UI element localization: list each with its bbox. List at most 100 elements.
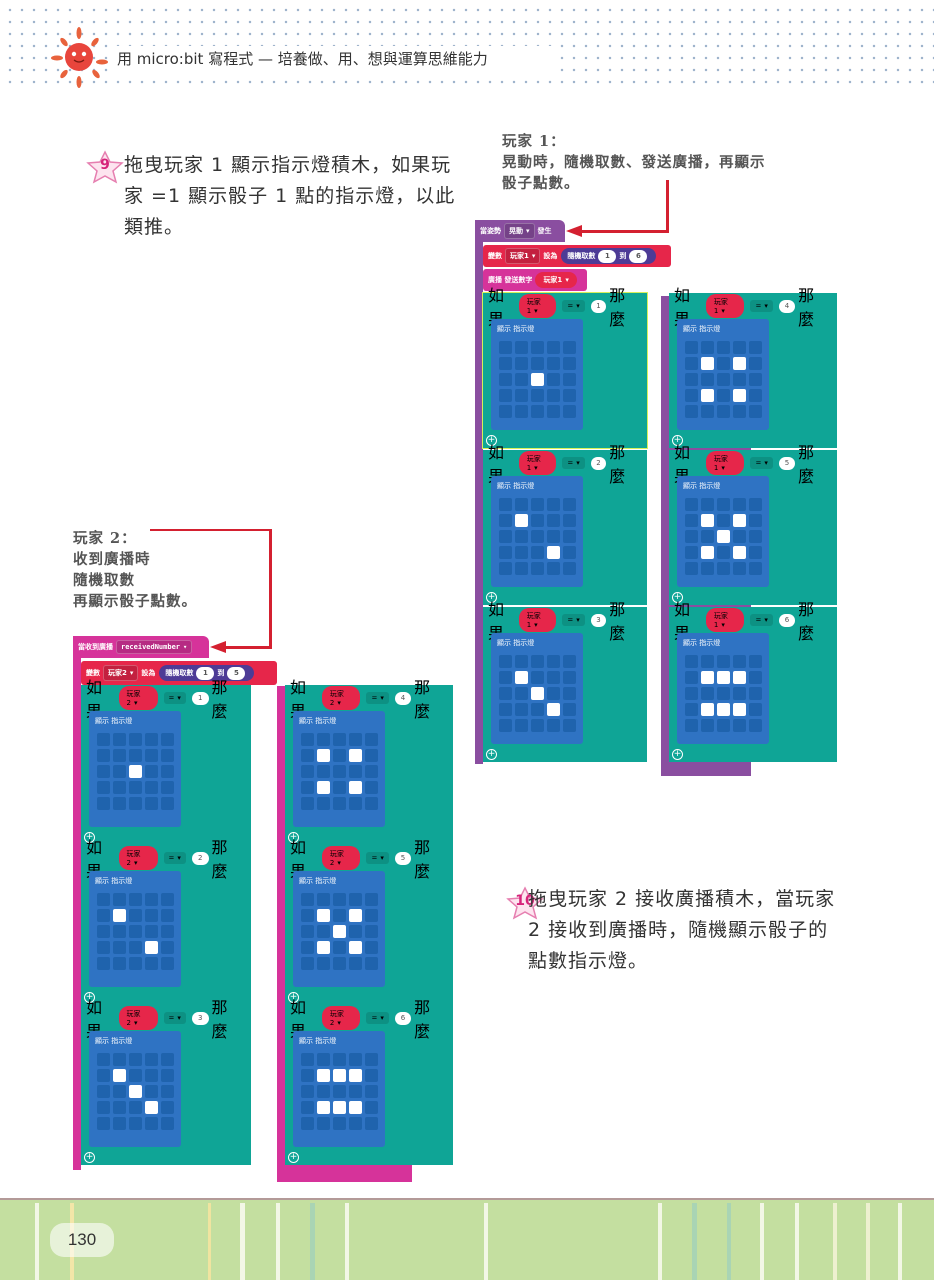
led-off[interactable] — [531, 405, 544, 418]
led-off[interactable] — [685, 546, 698, 559]
led-off[interactable] — [161, 1085, 174, 1098]
led-off[interactable] — [97, 749, 110, 762]
led-off[interactable] — [161, 893, 174, 906]
led-off[interactable] — [349, 797, 362, 810]
led-off[interactable] — [161, 1101, 174, 1114]
led-off[interactable] — [499, 405, 512, 418]
led-off[interactable] — [749, 703, 762, 716]
led-off[interactable] — [97, 1117, 110, 1130]
led-on[interactable] — [547, 546, 560, 559]
gesture-dropdown[interactable]: 晃動▾ — [504, 223, 535, 239]
led-on[interactable] — [145, 941, 158, 954]
led-off[interactable] — [749, 357, 762, 370]
add-else-plus-icon[interactable]: + — [486, 749, 497, 760]
led-off[interactable] — [499, 703, 512, 716]
led-off[interactable] — [531, 671, 544, 684]
led-off[interactable] — [685, 671, 698, 684]
led-off[interactable] — [499, 514, 512, 527]
led-off[interactable] — [531, 703, 544, 716]
led-off[interactable] — [749, 671, 762, 684]
led-off[interactable] — [499, 655, 512, 668]
led-off[interactable] — [301, 1085, 314, 1098]
led-off[interactable] — [317, 733, 330, 746]
led-off[interactable] — [161, 749, 174, 762]
led-off[interactable] — [733, 498, 746, 511]
led-on[interactable] — [349, 781, 362, 794]
led-on[interactable] — [317, 909, 330, 922]
led-off[interactable] — [531, 530, 544, 543]
led-off[interactable] — [161, 1069, 174, 1082]
led-off[interactable] — [97, 781, 110, 794]
led-off[interactable] — [317, 797, 330, 810]
led-off[interactable] — [365, 893, 378, 906]
led-off[interactable] — [97, 1101, 110, 1114]
variable-dropdown[interactable]: 玩家1▾ — [705, 294, 745, 318]
led-off[interactable] — [365, 749, 378, 762]
led-off[interactable] — [499, 498, 512, 511]
led-off[interactable] — [365, 941, 378, 954]
led-off[interactable] — [563, 341, 576, 354]
led-off[interactable] — [301, 941, 314, 954]
led-off[interactable] — [749, 514, 762, 527]
led-off[interactable] — [515, 357, 528, 370]
led-off[interactable] — [113, 749, 126, 762]
led-off[interactable] — [531, 514, 544, 527]
led-on[interactable] — [733, 703, 746, 716]
led-off[interactable] — [97, 957, 110, 970]
led-off[interactable] — [749, 405, 762, 418]
led-off[interactable] — [97, 941, 110, 954]
led-on[interactable] — [547, 703, 560, 716]
led-off[interactable] — [531, 562, 544, 575]
show-leds-block[interactable]: 顯示 指示燈 — [491, 476, 583, 587]
led-off[interactable] — [685, 405, 698, 418]
led-off[interactable] — [499, 546, 512, 559]
led-off[interactable] — [97, 1053, 110, 1066]
led-on[interactable] — [349, 941, 362, 954]
led-off[interactable] — [129, 781, 142, 794]
on-gesture-hat-block[interactable]: 當姿勢晃動▾發生 — [475, 220, 565, 242]
led-off[interactable] — [701, 562, 714, 575]
operator-dropdown[interactable]: =▾ — [750, 300, 773, 312]
led-off[interactable] — [547, 719, 560, 732]
led-off[interactable] — [733, 373, 746, 386]
led-off[interactable] — [531, 389, 544, 402]
led-on[interactable] — [701, 389, 714, 402]
led-on[interactable] — [701, 357, 714, 370]
add-else-plus-icon[interactable]: + — [672, 592, 683, 603]
compare-value-input[interactable]: 5 — [778, 456, 796, 470]
led-off[interactable] — [547, 562, 560, 575]
led-off[interactable] — [685, 562, 698, 575]
led-off[interactable] — [701, 687, 714, 700]
led-off[interactable] — [701, 530, 714, 543]
show-leds-block[interactable]: 顯示 指示燈 — [491, 319, 583, 430]
show-leds-block[interactable]: 顯示 指示燈 — [89, 871, 181, 987]
compare-value-input[interactable]: 2 — [191, 851, 209, 865]
led-off[interactable] — [717, 655, 730, 668]
led-off[interactable] — [563, 562, 576, 575]
led-off[interactable] — [113, 1101, 126, 1114]
led-off[interactable] — [113, 893, 126, 906]
variable-dropdown[interactable]: 玩家2▾ — [118, 1006, 158, 1030]
show-leds-block[interactable]: 顯示 指示燈 — [293, 711, 385, 827]
led-off[interactable] — [333, 1085, 346, 1098]
led-off[interactable] — [317, 1053, 330, 1066]
led-off[interactable] — [685, 389, 698, 402]
led-off[interactable] — [547, 389, 560, 402]
led-off[interactable] — [749, 373, 762, 386]
led-off[interactable] — [515, 341, 528, 354]
led-on[interactable] — [717, 671, 730, 684]
variable-dropdown[interactable]: 玩家1▾ — [518, 451, 557, 475]
led-off[interactable] — [349, 893, 362, 906]
led-on[interactable] — [733, 357, 746, 370]
led-off[interactable] — [161, 797, 174, 810]
led-off[interactable] — [701, 341, 714, 354]
led-off[interactable] — [733, 405, 746, 418]
led-off[interactable] — [161, 957, 174, 970]
led-off[interactable] — [129, 1117, 142, 1130]
